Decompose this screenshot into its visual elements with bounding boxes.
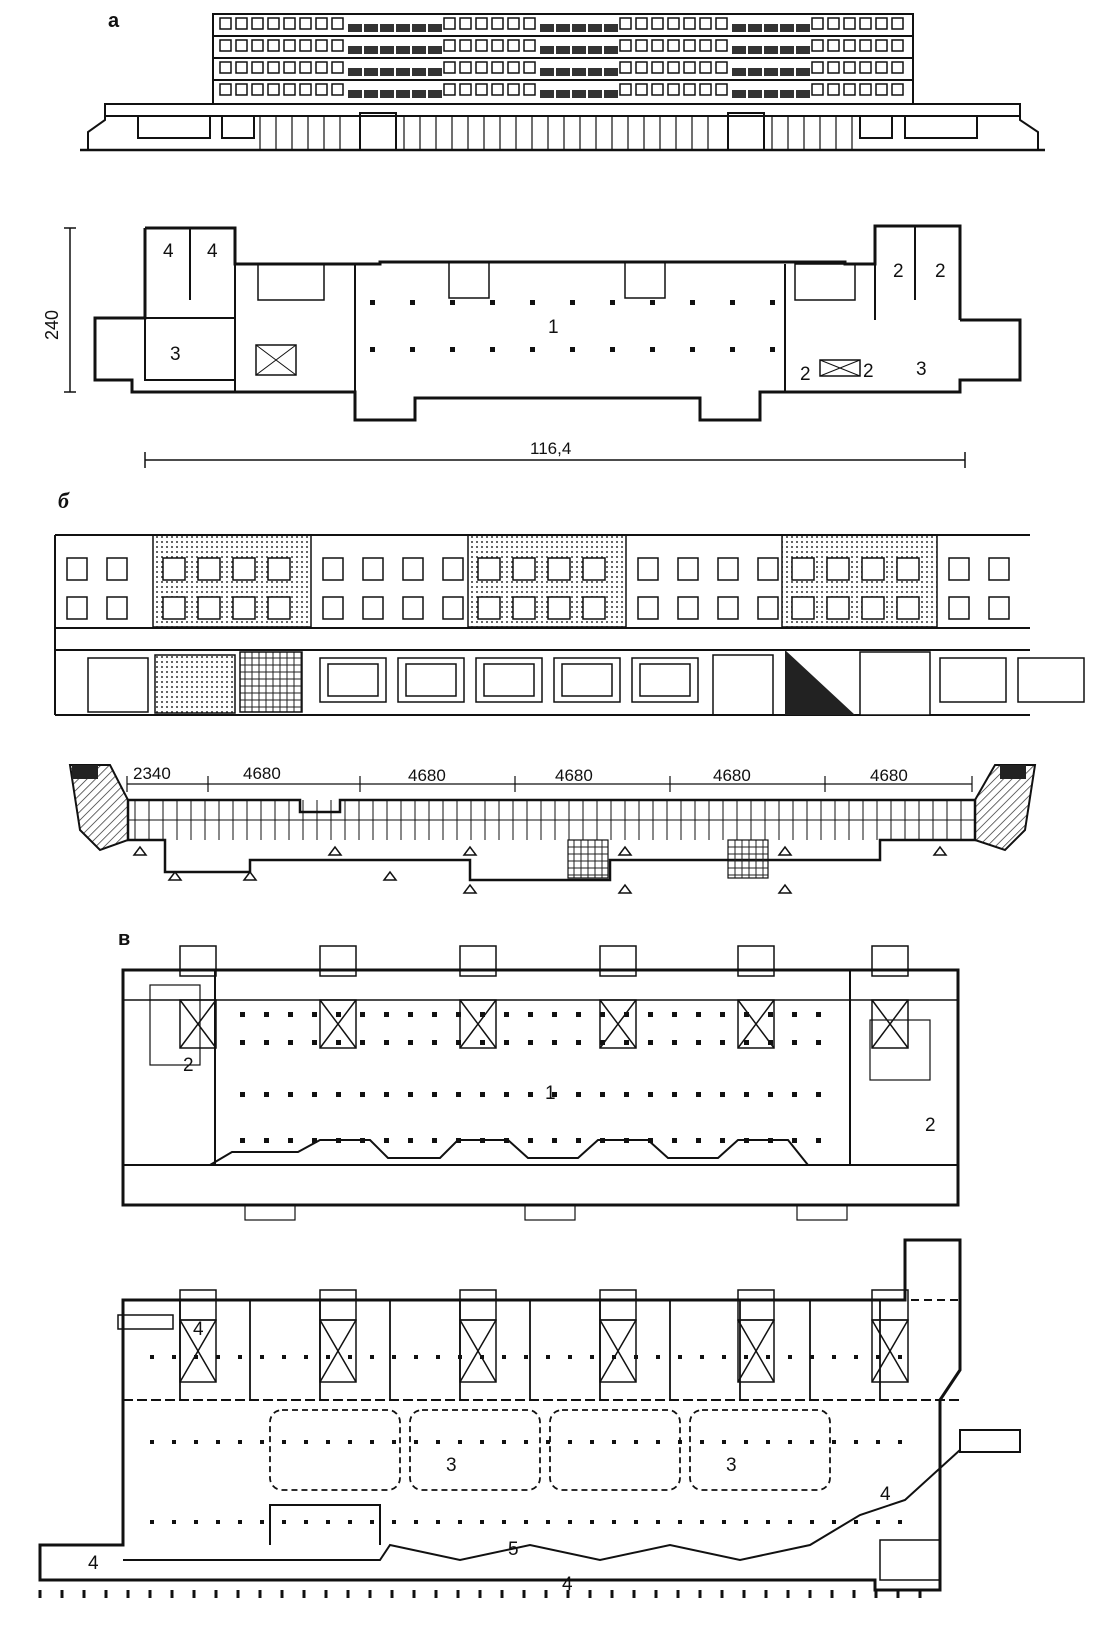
room-number: 2	[183, 1055, 194, 1076]
figure-label-b: б	[58, 488, 69, 513]
plan-v-lower	[38, 1238, 1021, 1598]
dimension: 4680	[555, 766, 593, 785]
room-number: 1	[545, 1083, 556, 1104]
plan-v-upper	[121, 945, 960, 1221]
dimension: 4680	[870, 766, 908, 785]
dimension-length: 116,4	[530, 439, 572, 458]
figure-label-a: а	[108, 10, 120, 32]
room-number: 2	[893, 261, 904, 282]
room-number: 2	[863, 361, 874, 382]
figure-label-v: в	[118, 928, 131, 950]
dimension: 4680	[713, 766, 751, 785]
room-number: 1	[548, 317, 559, 338]
room-number: 5	[508, 1539, 519, 1560]
room-number: 2	[925, 1115, 936, 1136]
room-number: 2	[935, 261, 946, 282]
plan-b	[68, 764, 1037, 894]
room-number: 4	[562, 1574, 573, 1595]
plan-a	[64, 224, 1022, 468]
room-number: 4	[880, 1484, 891, 1505]
room-number: 3	[916, 359, 927, 380]
room-number: 4	[207, 241, 218, 262]
dimension: 4680	[408, 766, 446, 785]
elevation-b	[54, 534, 1085, 716]
room-number: 4	[88, 1553, 99, 1574]
elevation-a	[80, 13, 1045, 152]
dimension: 4680	[243, 764, 281, 783]
room-number: 3	[726, 1455, 737, 1476]
room-number: 3	[170, 344, 181, 365]
room-number: 4	[193, 1319, 204, 1340]
dimension: 2340	[133, 764, 171, 783]
dimension-height: 240	[42, 309, 62, 340]
room-number: 3	[446, 1455, 457, 1476]
room-number: 2	[800, 364, 811, 385]
room-number: 4	[163, 241, 174, 262]
